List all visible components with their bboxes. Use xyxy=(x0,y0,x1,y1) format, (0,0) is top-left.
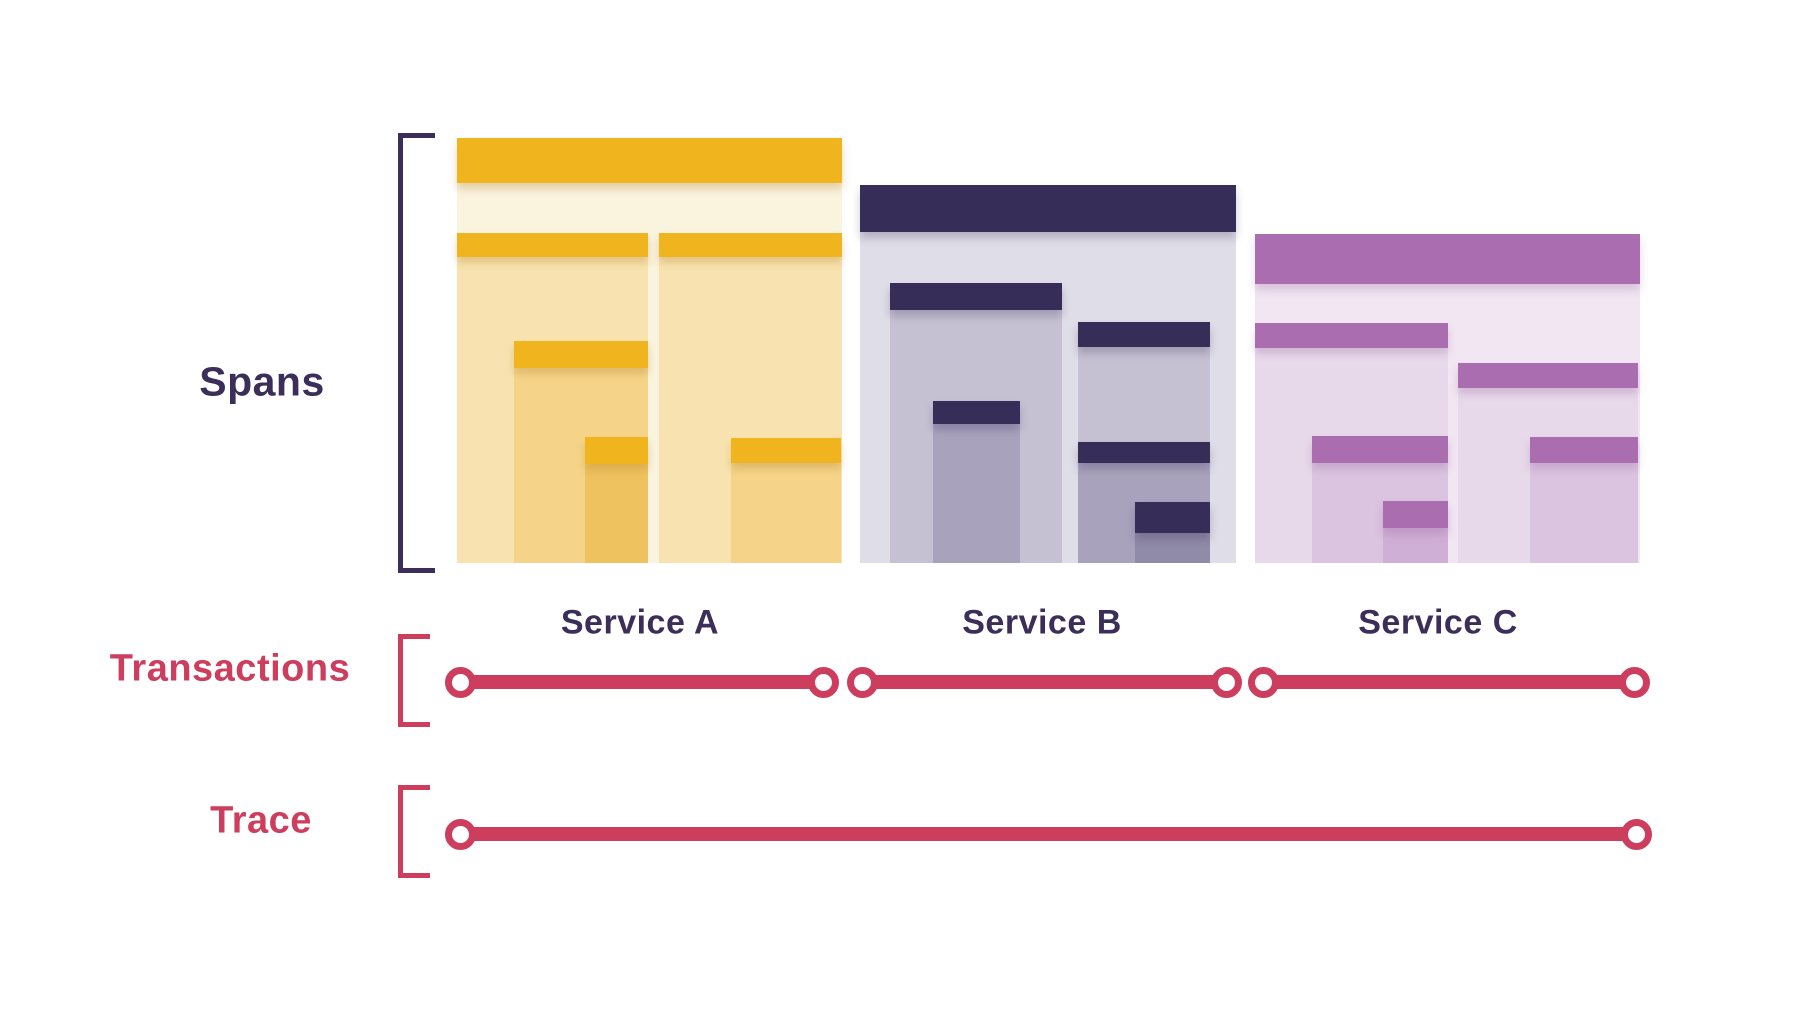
transaction-3-end-endpoint xyxy=(1618,666,1650,698)
span-header-bar-1-4 xyxy=(514,341,648,368)
span-header-bar-1-5 xyxy=(585,437,648,464)
span-body-3-6 xyxy=(1530,463,1638,563)
span-header-bar-1-1 xyxy=(457,138,842,183)
spans-bracket xyxy=(398,133,435,573)
span-body-3-5 xyxy=(1383,528,1448,563)
span-header-bar-1-2 xyxy=(457,233,648,257)
span-header-bar-1-3 xyxy=(659,233,842,257)
span-header-bar-1-6 xyxy=(731,438,841,463)
transactions-label: Transactions xyxy=(109,647,351,690)
trace-label: Trace xyxy=(210,799,312,842)
trace-end-endpoint xyxy=(1620,818,1652,850)
span-header-bar-2-5 xyxy=(1078,442,1210,463)
trace-line xyxy=(460,827,1636,841)
transaction-1-start-endpoint xyxy=(444,666,476,698)
span-header-bar-3-3 xyxy=(1458,363,1638,388)
service-label-1: Service A xyxy=(560,603,720,642)
span-body-2-6 xyxy=(1135,533,1210,563)
span-header-bar-3-6 xyxy=(1530,437,1638,463)
span-header-bar-2-2 xyxy=(890,283,1062,310)
transaction-3-start-endpoint xyxy=(1247,666,1279,698)
span-body-1-6 xyxy=(731,463,841,563)
span-header-bar-3-4 xyxy=(1312,436,1448,463)
transaction-3-line xyxy=(1263,675,1634,689)
service-label-2: Service B xyxy=(962,603,1122,642)
transaction-1-line xyxy=(460,675,823,689)
trace-start-endpoint xyxy=(444,818,476,850)
transactions-bracket xyxy=(398,634,430,727)
span-body-2-4 xyxy=(933,424,1020,563)
transaction-2-start-endpoint xyxy=(846,666,878,698)
span-header-bar-2-4 xyxy=(933,401,1020,424)
transaction-2-end-endpoint xyxy=(1210,666,1242,698)
span-body-1-5 xyxy=(585,464,648,563)
transaction-1-end-endpoint xyxy=(807,666,839,698)
spans-label: Spans xyxy=(199,358,325,405)
span-header-bar-2-1 xyxy=(860,185,1236,232)
span-header-bar-3-1 xyxy=(1255,234,1640,284)
span-header-bar-3-5 xyxy=(1383,501,1448,528)
transaction-2-line xyxy=(862,675,1226,689)
span-header-bar-2-3 xyxy=(1078,322,1210,347)
service-label-3: Service C xyxy=(1358,603,1518,642)
trace-bracket xyxy=(398,785,430,878)
span-header-bar-3-2 xyxy=(1255,323,1448,348)
span-header-bar-2-6 xyxy=(1135,502,1210,533)
